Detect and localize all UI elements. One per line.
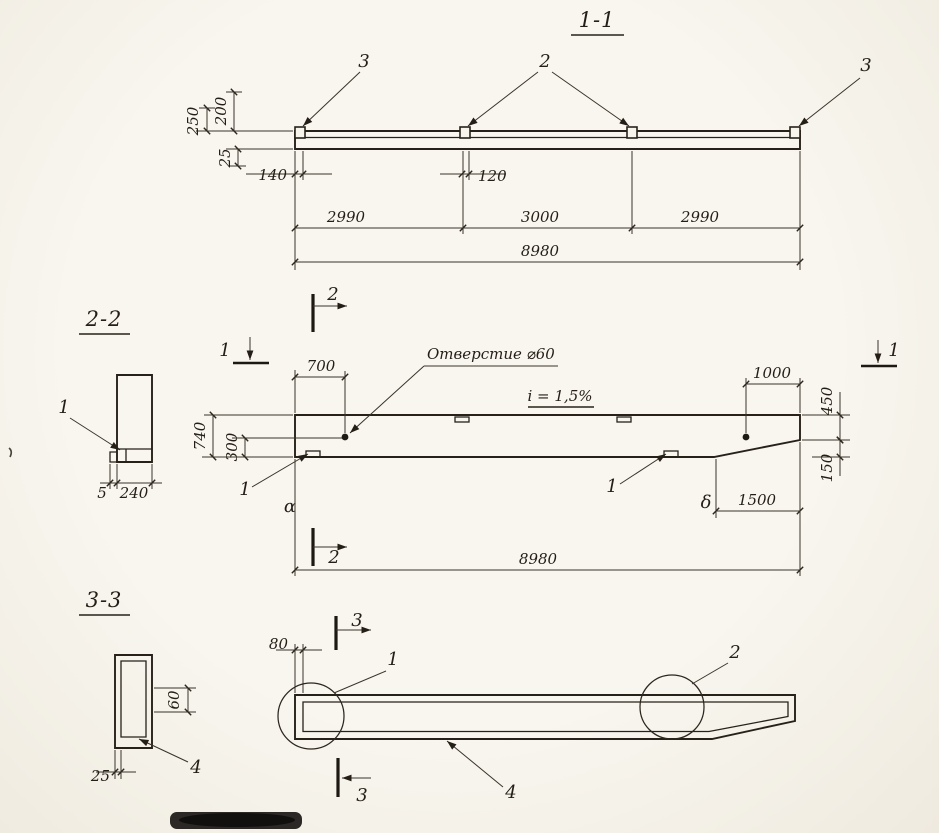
dim-700-group: 700 xyxy=(291,357,349,433)
title-1-1: 1-1 xyxy=(579,8,616,32)
point-b-label: δ xyxy=(701,492,712,513)
dim-span-2990-right: 2990 xyxy=(680,208,720,226)
detail-circles: 1 2 xyxy=(277,642,741,750)
plan-beam-outline xyxy=(294,694,796,740)
callout-4-plan: 4 xyxy=(504,782,516,803)
section-3-3: 3-3 60 25 4 xyxy=(79,588,202,785)
embed-plate-3 xyxy=(626,126,638,139)
dim-250: 250 xyxy=(184,106,202,136)
dim-740: 740 xyxy=(191,421,209,450)
scan-artifacts xyxy=(8,447,302,829)
top-view-1-1: 1-1 3 2 3 250 xyxy=(184,8,872,270)
hole-note-text: Отверстие ⌀60 xyxy=(427,345,555,363)
dim-80: 80 xyxy=(269,635,289,653)
plan-view: 3 80 1 2 4 3 xyxy=(269,610,796,806)
cut-mark-1-right: 1 xyxy=(861,340,900,368)
embed-plate-1 xyxy=(294,126,306,139)
cut-label-1-left: 1 xyxy=(219,340,230,361)
dim-25-bottom: 25 xyxy=(90,767,110,785)
slope-note-text: i = 1,5% xyxy=(527,387,592,405)
title-3-3: 3-3 xyxy=(86,588,123,612)
callout-3-right: 3 xyxy=(860,55,871,76)
dim-120: 120 xyxy=(478,167,507,185)
top-view-left-dims: 250 200 25 xyxy=(184,88,293,170)
elevation-callouts: 1 1 α δ xyxy=(239,453,712,517)
cut-label-2-bottom: 2 xyxy=(327,547,339,568)
section-3-3-callout: 4 xyxy=(138,738,202,778)
top-view-span-dims: 2990 3000 2990 8980 xyxy=(291,151,804,270)
callout-detail-1: 1 xyxy=(387,649,398,670)
cut-mark-2-bottom: 2 xyxy=(311,528,347,568)
elevation-beam-outline xyxy=(294,414,801,458)
scan-mark xyxy=(8,447,13,458)
dim-80-group: 80 xyxy=(269,635,322,693)
dim-700: 700 xyxy=(307,357,336,375)
callout-1-right: 1 xyxy=(606,476,617,497)
section-2-2: 2-2 1 5 240 xyxy=(58,307,162,502)
cut-label-1-right: 1 xyxy=(888,340,899,361)
top-view-beam-outline xyxy=(294,126,801,150)
dim-200: 200 xyxy=(212,96,230,126)
dim-150: 150 xyxy=(818,453,836,482)
detail-circle-1 xyxy=(277,682,345,750)
dim-140: 140 xyxy=(258,166,287,184)
cut-label-3-bottom: 3 xyxy=(356,785,367,806)
dim-5: 5 xyxy=(97,484,107,502)
cut-label-2-top: 2 xyxy=(326,284,338,305)
cut-mark-3-top: 3 xyxy=(334,610,371,650)
dim-25-top: 25 xyxy=(216,148,234,168)
embed-plate-4 xyxy=(789,126,801,139)
callout-4-section: 4 xyxy=(189,757,201,778)
cut-label-3-top: 3 xyxy=(351,610,362,631)
dim-1000: 1000 xyxy=(753,364,792,382)
dim-total-8980-elevation: 8980 xyxy=(519,550,558,568)
dim-450: 450 xyxy=(818,386,836,416)
callout-2-middle: 2 xyxy=(538,51,550,72)
hole-note: Отверстие ⌀60 xyxy=(349,345,558,434)
section-3-3-outline xyxy=(114,654,153,749)
plan-callout-4: 4 xyxy=(446,740,517,803)
embed-plate-top-b xyxy=(616,416,632,423)
dim-span-2990-left: 2990 xyxy=(326,208,366,226)
dim-300: 300 xyxy=(223,432,241,461)
dim-8980-elevation-group: 8980 xyxy=(291,442,804,576)
dim-span-3000: 3000 xyxy=(521,208,560,226)
elevation-view: 2 2 1 1 Отверстие ⌀60 xyxy=(191,284,900,576)
section-3-3-dims: 60 25 xyxy=(90,684,196,785)
embed-plate-2 xyxy=(459,126,471,139)
dim-240: 240 xyxy=(119,484,149,502)
dim-740-300-group: 740 300 xyxy=(191,411,342,461)
callout-1: 1 xyxy=(58,397,69,418)
cut-mark-3-bottom: 3 xyxy=(336,758,371,806)
slope-note: i = 1,5% xyxy=(527,387,594,408)
dim-1500: 1500 xyxy=(738,491,777,509)
embed-plate-top-a xyxy=(454,416,470,423)
dim-60: 60 xyxy=(165,690,183,710)
callout-1-left: 1 xyxy=(239,479,250,500)
top-view-small-dims: 140 120 xyxy=(246,151,507,185)
dim-total-8980-top: 8980 xyxy=(521,242,560,260)
scan-smudge-core xyxy=(179,813,295,827)
section-2-2-dims: 5 240 xyxy=(97,464,162,502)
hole-left xyxy=(341,433,349,441)
point-a-label: α xyxy=(284,496,296,517)
callout-3-left: 3 xyxy=(358,51,369,72)
cut-mark-1-left: 1 xyxy=(219,337,269,365)
cut-mark-2-top: 2 xyxy=(311,284,347,332)
top-view-callouts: 3 2 3 xyxy=(302,51,872,127)
callout-detail-2: 2 xyxy=(728,642,740,663)
dim-450-150-group: 450 150 xyxy=(802,386,850,482)
section-2-2-outline xyxy=(109,374,153,463)
dim-1500-group: 1500 xyxy=(712,459,804,518)
detail-circle-2 xyxy=(639,674,705,740)
section-2-2-callout: 1 xyxy=(58,397,121,451)
dim-1000-group: 1000 xyxy=(742,364,804,433)
title-2-2: 2-2 xyxy=(85,307,123,331)
hole-right xyxy=(742,433,750,441)
